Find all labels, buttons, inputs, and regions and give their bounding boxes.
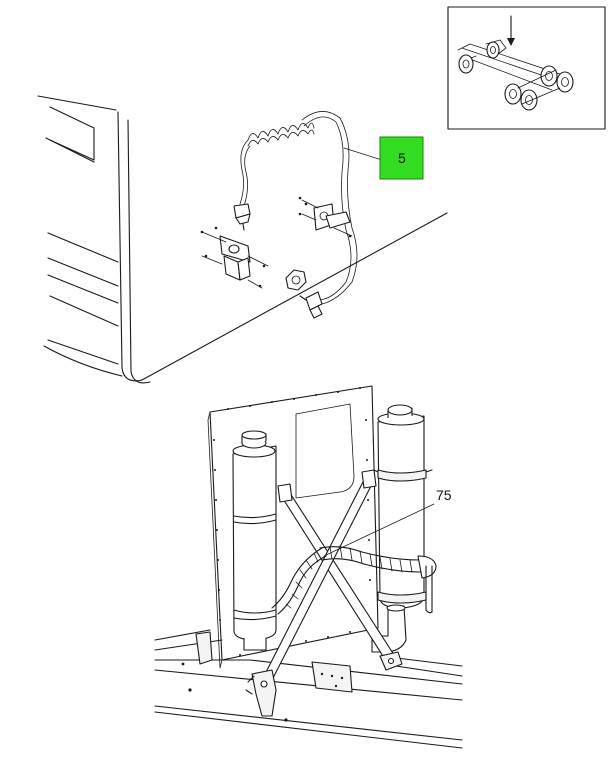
left-mounting-bracket (200, 226, 269, 289)
chassis-locator-icon (457, 39, 574, 111)
locator-frame (447, 6, 606, 130)
callout-75-label: 75 (436, 487, 452, 503)
callout-75-leader (323, 503, 435, 557)
right-mounting-bracket (298, 196, 353, 238)
left-canister (232, 430, 277, 651)
right-canister (371, 404, 433, 653)
center-grommet (285, 269, 307, 291)
x-brace-straps (261, 469, 397, 685)
foot-brackets (245, 651, 403, 717)
coiled-electrical-cable (239, 111, 358, 305)
callout-75[interactable]: 75 (323, 487, 452, 557)
callout-5-leader (343, 147, 383, 161)
lower-cable-plug (299, 291, 323, 319)
location-arrow-icon (507, 15, 515, 46)
cab-rear-panel (37, 95, 448, 384)
braided-hose (271, 545, 437, 615)
callout-5-box (379, 136, 424, 180)
locator-inset (447, 6, 606, 130)
left-cable-plug (233, 203, 251, 231)
callout-5[interactable]: 5 (343, 136, 424, 180)
callout-5-label: 5 (398, 150, 406, 166)
chassis-frame-rails (154, 629, 463, 749)
